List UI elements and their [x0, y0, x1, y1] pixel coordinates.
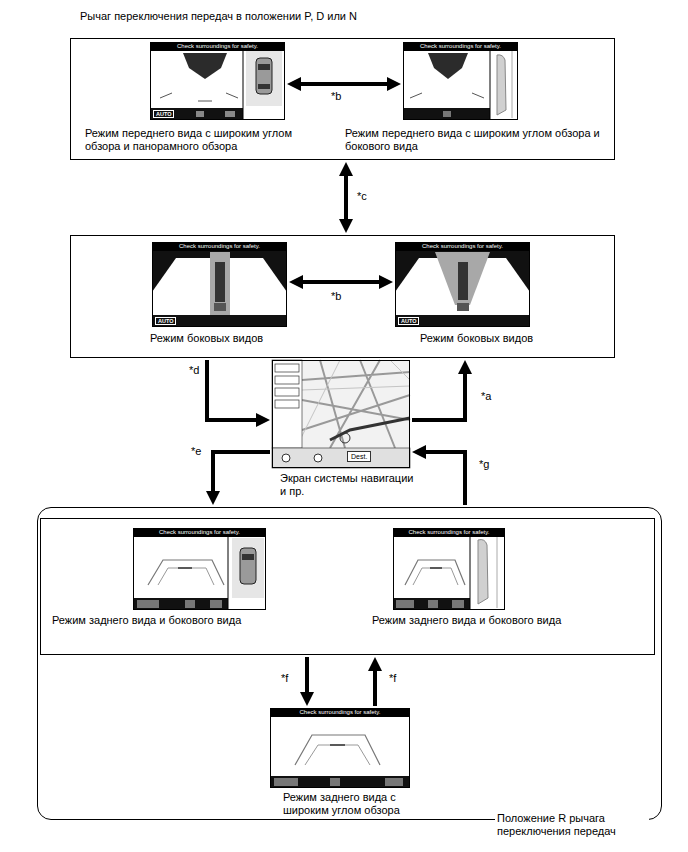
- edge-label: *e: [190, 445, 202, 458]
- edge-label: *f: [388, 672, 397, 685]
- front-panorama-screen: [150, 42, 285, 120]
- mode-caption: Режим заднего вида с широким углом обзор…: [283, 791, 418, 817]
- rear-side-screen: [393, 528, 505, 610]
- edge-label: *f: [280, 672, 289, 685]
- edge-label: *g: [478, 458, 490, 471]
- screen-message: Check surroundings for safety.: [393, 528, 505, 537]
- transition-arrow: [421, 452, 465, 505]
- mode-caption: Режим заднего вида и бокового вида: [372, 614, 612, 627]
- transition-arrow: [298, 280, 384, 284]
- edge-label: *a: [480, 390, 492, 403]
- edge-label: *d: [188, 364, 200, 377]
- front-side-screen: [403, 42, 518, 120]
- navigation-screen: Dest.Экран системы навигации и пр.: [272, 360, 410, 468]
- group-box: Check surroundings for safety. Режим задн…: [40, 518, 655, 655]
- transition-arrow: [344, 171, 348, 224]
- mode-caption: Режим боковых видов: [420, 332, 610, 345]
- screen-view: Check surroundings for safety.AUTOРежим …: [150, 42, 285, 120]
- mode-caption: Режим переднего вида с широким углом обз…: [85, 127, 300, 153]
- mode-caption: Режим заднего вида и бокового вида: [52, 614, 292, 627]
- screen-view: Check surroundings for safety.Режим задн…: [393, 528, 505, 610]
- transition-arrow: [305, 657, 309, 697]
- transition-arrow: [296, 82, 392, 86]
- screen-view: Check surroundings for safety.Режим задн…: [133, 528, 266, 610]
- group-box: Check surroundings for safety.AUTOРежим …: [70, 235, 615, 358]
- mode-caption: Режим переднего вида с широким углом обз…: [345, 127, 610, 153]
- transition-arrow: [373, 666, 377, 706]
- screen-view: Check surroundings for safety.Режим задн…: [270, 708, 410, 788]
- screen-message: Check surroundings for safety.: [403, 42, 518, 51]
- group-box: Рычаг переключения передач в положении P…: [70, 38, 615, 160]
- rear-side-screen: [133, 528, 266, 610]
- heading-text: Рычаг переключения передач в положении P…: [80, 10, 357, 23]
- screen-view: Check surroundings for safety.AUTOРежим …: [152, 242, 287, 327]
- auto-icon: AUTO: [153, 110, 174, 118]
- screen-message: Check surroundings for safety.: [133, 528, 266, 537]
- navigation-map: [272, 360, 410, 468]
- screen-message: Check surroundings for safety.: [152, 242, 287, 251]
- mode-caption: Экран системы навигации и пр.: [280, 472, 420, 498]
- transition-arrow: [213, 452, 270, 496]
- auto-icon: AUTO: [155, 317, 176, 325]
- screen-message: Check surroundings for safety.: [150, 42, 285, 51]
- screen-message: Check surroundings for safety.: [395, 242, 530, 251]
- screen-view: Check surroundings for safety.AUTOРежим …: [395, 242, 530, 327]
- region-box: Положение R рычага переключения передачC…: [37, 507, 662, 820]
- mode-caption: Режим боковых видов: [150, 332, 350, 345]
- region-caption: Положение R рычага переключения передач: [495, 812, 649, 838]
- side-view-screen: [395, 242, 530, 327]
- button-label: Dest.: [347, 451, 371, 462]
- transition-arrow: [412, 369, 465, 420]
- edge-label: *b: [330, 290, 342, 303]
- edge-label: *b: [330, 90, 342, 103]
- screen-message: Check surroundings for safety.: [270, 708, 410, 717]
- rear-wide-screen: [270, 708, 410, 788]
- screen-view: Check surroundings for safety.Режим пере…: [403, 42, 518, 120]
- auto-icon: AUTO: [398, 317, 419, 325]
- side-view-screen: [152, 242, 287, 327]
- transition-arrow: [207, 360, 261, 420]
- edge-label: *c: [356, 190, 368, 203]
